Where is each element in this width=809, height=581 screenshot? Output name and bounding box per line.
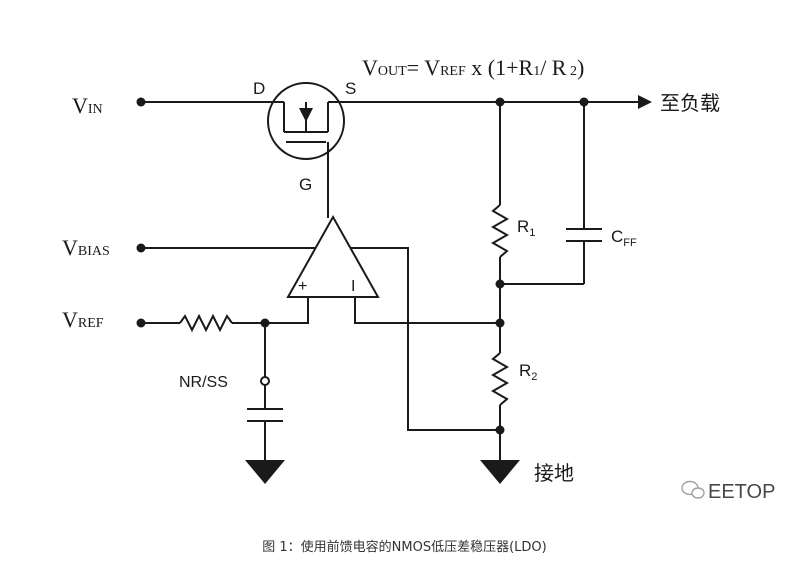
drain-label: D xyxy=(253,79,265,98)
watermark-text: EETOP xyxy=(708,481,775,503)
wechat-icon xyxy=(681,480,705,499)
r2-resistor xyxy=(490,352,510,406)
cff-label: CFF xyxy=(611,227,637,249)
nmos-transistor xyxy=(267,82,345,218)
figure-caption: 图 1：使用前馈电容的NMOS低压差稳压器(LDO) xyxy=(262,540,547,555)
amp-plus-wire xyxy=(265,297,309,324)
nrss-label: NR/SS xyxy=(179,374,228,391)
r1-resistor xyxy=(490,204,510,258)
vin-label: VIN xyxy=(72,93,103,118)
to-load-label: 至负载 xyxy=(660,91,720,115)
vout-formula: VOUT= VREF x (1+R1/ R 2) xyxy=(362,55,584,80)
source-label: S xyxy=(345,79,356,98)
vbias-label: VBIAS xyxy=(62,235,110,260)
vref-label: VREF xyxy=(62,307,104,332)
ground-icon-right xyxy=(480,460,520,484)
amp-plus-label: + xyxy=(298,278,307,295)
body-diode-arrow-icon xyxy=(299,108,313,122)
node-feedback xyxy=(495,318,505,328)
feedback-wire xyxy=(354,297,500,324)
r2-label: R2 xyxy=(519,361,537,383)
amp-ground-wire xyxy=(350,247,500,431)
node-r1-cff xyxy=(495,279,505,289)
amp-minus-label: I xyxy=(351,278,355,295)
node-ground xyxy=(495,425,505,435)
ground-icon-left xyxy=(245,460,285,484)
ground-label: 接地 xyxy=(534,461,574,485)
gate-label: G xyxy=(299,175,312,194)
output-arrow-icon xyxy=(638,95,652,109)
r1-label: R1 xyxy=(517,217,535,239)
vref-resistor xyxy=(179,313,233,333)
error-amplifier xyxy=(286,214,380,298)
nrss-pin xyxy=(260,376,270,386)
